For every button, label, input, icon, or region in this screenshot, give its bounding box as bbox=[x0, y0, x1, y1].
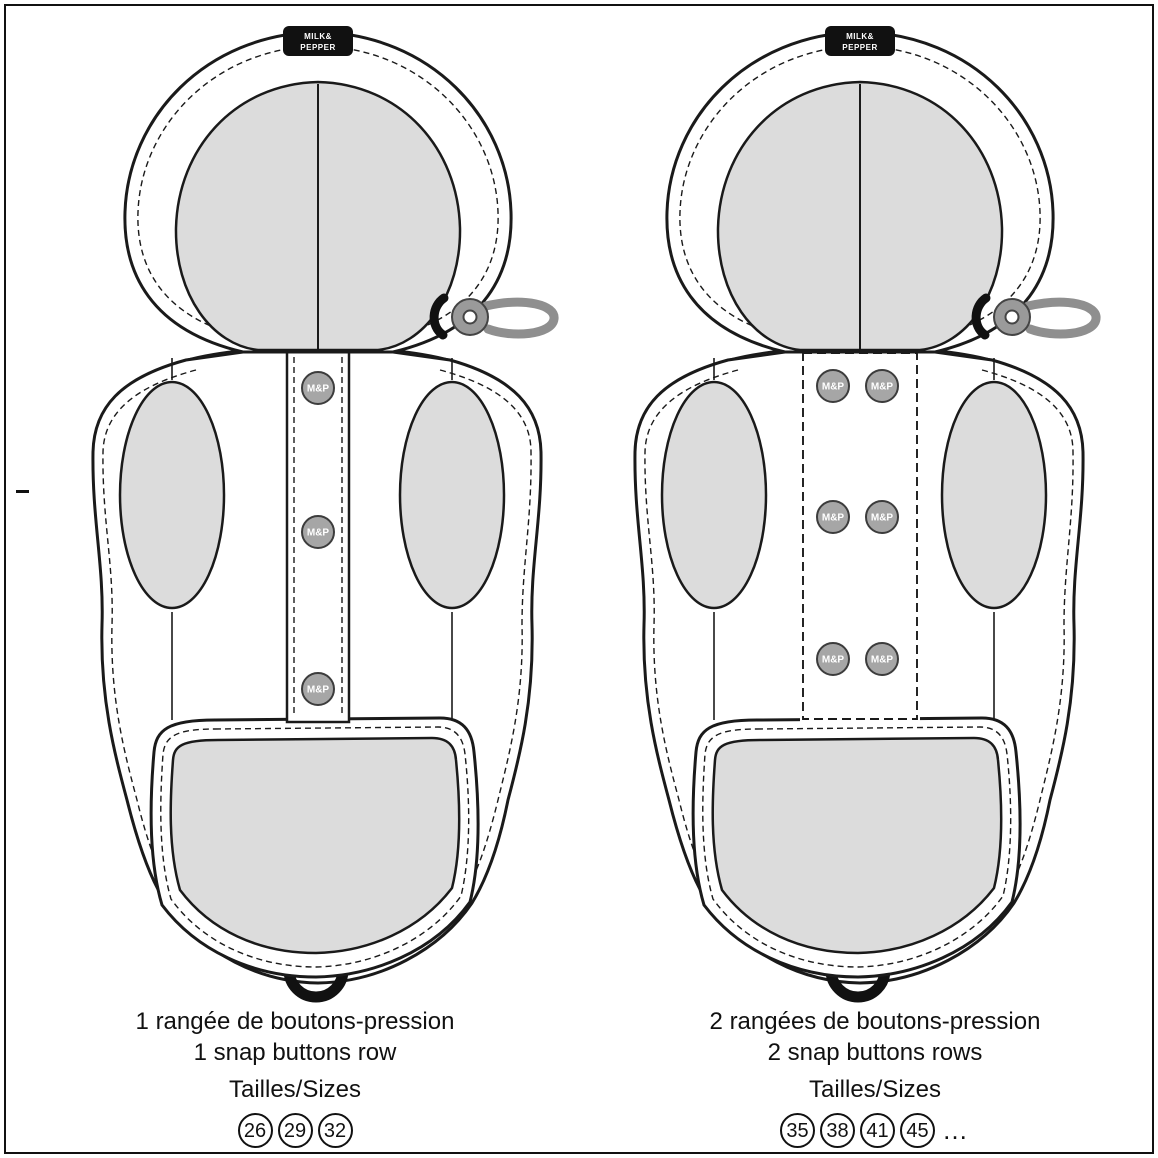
snap-button-label: M&P bbox=[822, 655, 845, 666]
snap-button-label: M&P bbox=[307, 384, 330, 395]
sizes-label: Tailles/Sizes bbox=[228, 1076, 362, 1103]
snap-button: M&P bbox=[865, 500, 899, 534]
caption-line-en: 2 snap buttons rows bbox=[767, 1039, 983, 1066]
coat-double-row: M&P M&P M&P M&P M&P bbox=[635, 26, 1096, 997]
snap-button: M&P bbox=[865, 369, 899, 403]
sizes-row: 35 38 41 45 … bbox=[636, 1113, 1114, 1148]
sizes-ellipsis: … bbox=[942, 1115, 970, 1145]
coat-single-row: M&P M&P M&P bbox=[93, 26, 554, 997]
snap-button: M&P bbox=[301, 515, 335, 549]
size-badge: 35 bbox=[780, 1113, 815, 1148]
size-badge: 45 bbox=[900, 1113, 935, 1148]
snap-button-label: M&P bbox=[871, 513, 894, 524]
sizes-row: 26 29 32 bbox=[56, 1113, 534, 1148]
snap-button-label: M&P bbox=[822, 513, 845, 524]
size-badge: 38 bbox=[820, 1113, 855, 1148]
snap-button-label: M&P bbox=[307, 528, 330, 539]
snap-button: M&P bbox=[301, 672, 335, 706]
dog-coat-diagram: MILK& PEPPER M&P bbox=[0, 0, 1158, 1005]
snap-button-label: M&P bbox=[871, 382, 894, 393]
snap-button-label: M&P bbox=[307, 685, 330, 696]
sizes-label: Tailles/Sizes bbox=[808, 1076, 942, 1103]
placket-single: M&P M&P M&P bbox=[285, 348, 351, 724]
caption-line-en: 1 snap buttons row bbox=[193, 1039, 397, 1066]
size-badge: 26 bbox=[237, 1113, 273, 1148]
placket-double: M&P M&P M&P M&P M&P bbox=[800, 350, 920, 722]
snap-button: M&P bbox=[816, 500, 850, 534]
caption-line-fr: 1 rangée de boutons-pression bbox=[135, 1008, 455, 1035]
size-badge: 32 bbox=[317, 1113, 353, 1148]
snap-button: M&P bbox=[816, 369, 850, 403]
snap-button: M&P bbox=[301, 371, 335, 405]
left-margin-tick bbox=[16, 490, 29, 493]
size-badge: 41 bbox=[860, 1113, 895, 1148]
caption-single-row: 1 rangée de boutons-pression 1 snap butt… bbox=[56, 1006, 534, 1148]
caption-line-fr: 2 rangées de boutons-pression bbox=[709, 1008, 1041, 1035]
coat-hood-left bbox=[125, 26, 554, 352]
snap-button: M&P bbox=[816, 642, 850, 676]
caption-double-row: 2 rangées de boutons-pression 2 snap but… bbox=[636, 1006, 1114, 1148]
size-badge: 29 bbox=[277, 1113, 313, 1148]
coat-hood-right bbox=[667, 26, 1096, 352]
snap-button-label: M&P bbox=[822, 382, 845, 393]
snap-button: M&P bbox=[865, 642, 899, 676]
snap-button-label: M&P bbox=[871, 655, 894, 666]
